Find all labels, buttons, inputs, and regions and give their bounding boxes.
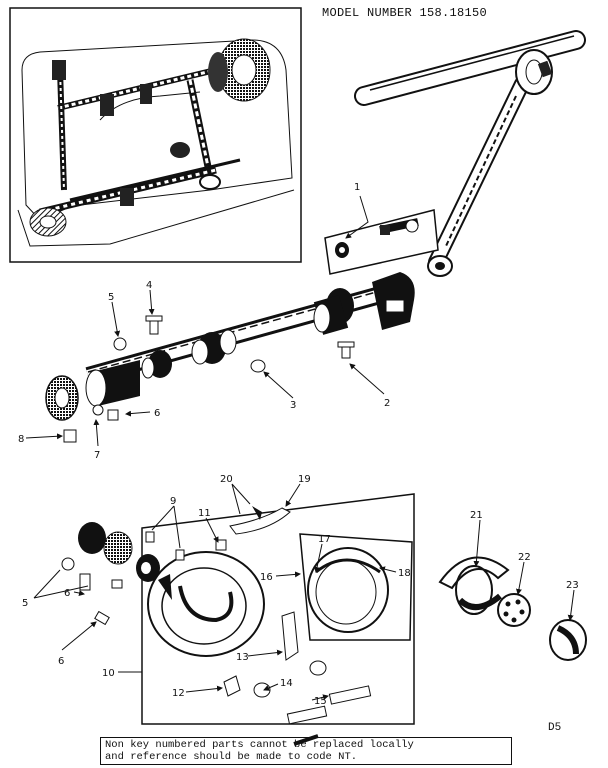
diagram-code: D5 (548, 722, 562, 734)
callout-17: 17 (318, 534, 331, 545)
callout-5a: 5 (108, 292, 114, 303)
parts-note: Non key numbered parts cannot be replace… (100, 737, 512, 765)
callout-15: 15 (314, 696, 327, 707)
leader-lines (25, 195, 575, 701)
callout-2: 2 (384, 398, 390, 409)
callout-18: 18 (398, 568, 411, 579)
hook-area-frame (61, 493, 415, 746)
lower-shaft-assembly (45, 272, 415, 443)
rock-shaft-assembly (354, 30, 586, 277)
callout-5b: 5 (22, 598, 28, 609)
callout-7: 7 (94, 450, 100, 461)
callout-4: 4 (146, 280, 152, 291)
callout-11: 11 (198, 508, 211, 519)
machine-overview-inset (9, 7, 302, 263)
parts-note-line-2: and reference should be made to code NT. (105, 751, 358, 763)
callout-8: 8 (18, 434, 24, 445)
hook-parts-right (438, 556, 587, 661)
callout-16: 16 (260, 572, 273, 583)
parts-note-line-1: Non key numbered parts cannot be replace… (105, 739, 414, 751)
callout-19: 19 (298, 474, 311, 485)
callout-12: 12 (172, 688, 185, 699)
callout-21: 21 (470, 510, 483, 521)
callout-3: 3 (290, 400, 296, 411)
callout-6a: 6 (154, 408, 160, 419)
callout-23: 23 (566, 580, 579, 591)
callout-14: 14 (280, 678, 293, 689)
model-number-title: MODEL NUMBER 158.18150 (322, 6, 488, 20)
callout-6b: 6 (58, 656, 64, 667)
callout-20: 20 (220, 474, 233, 485)
part-1-plate (324, 209, 439, 275)
callout-6c: 6 (64, 588, 70, 599)
callout-1: 1 (354, 182, 360, 193)
callout-numbers: 1 2 3 4 5 6 7 8 9 10 11 12 13 14 15 16 1… (18, 182, 579, 707)
callout-10: 10 (102, 668, 115, 679)
callout-9: 9 (170, 496, 176, 507)
callout-13: 13 (236, 652, 249, 663)
callout-22: 22 (518, 552, 531, 563)
